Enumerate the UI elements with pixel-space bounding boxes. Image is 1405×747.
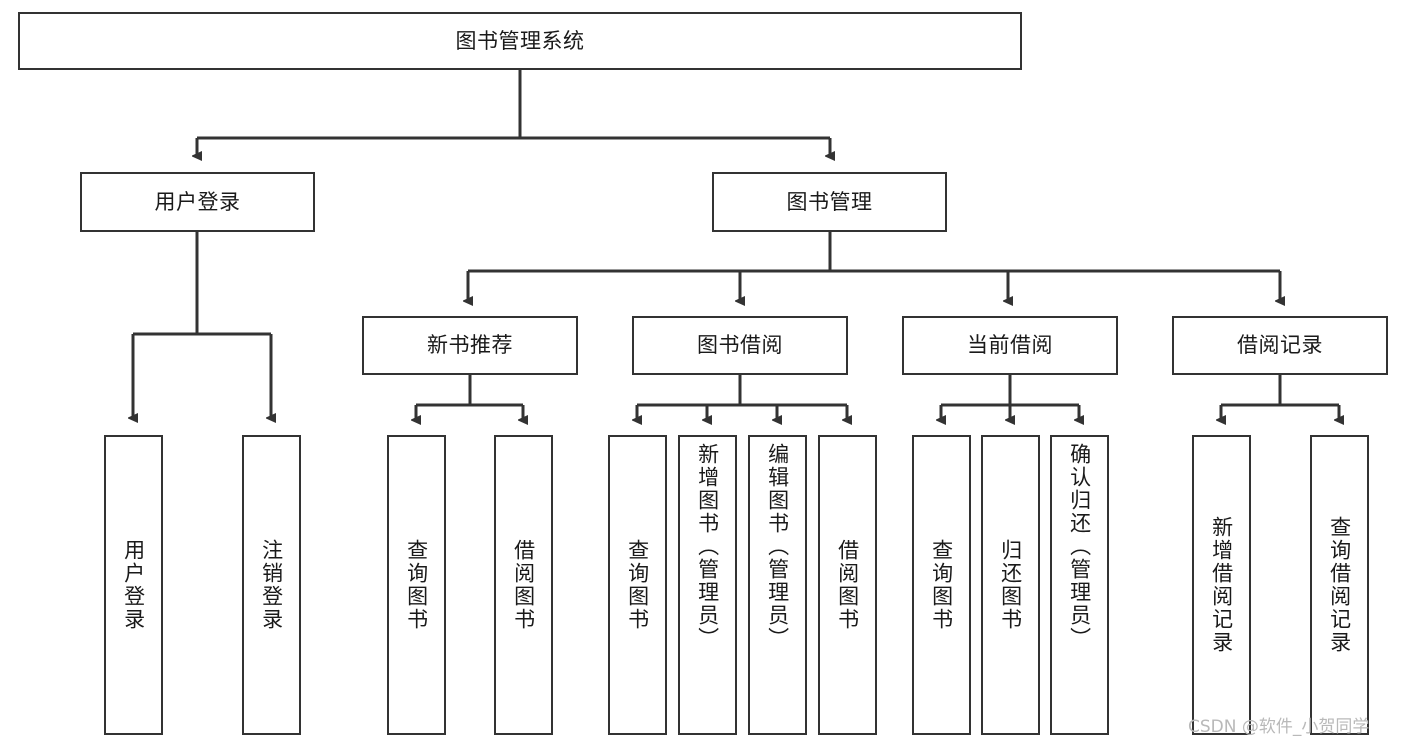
node-label: 图书管理系统 (455, 28, 585, 53)
node-borrow-record[interactable]: 借阅记录 (1172, 316, 1388, 375)
node-label: 查询图书 (929, 539, 954, 631)
node-label: 编辑图书（管理员） (765, 443, 790, 650)
node-label: 图书借阅 (697, 333, 783, 358)
node-label: 查询图书 (404, 539, 429, 631)
node-leaf-current-borrow-return[interactable]: 归还图书 (981, 435, 1040, 735)
node-leaf-new-book-borrow[interactable]: 借阅图书 (494, 435, 553, 735)
node-label: 当前借阅 (967, 333, 1053, 358)
node-label: 确认归还（管理员） (1067, 443, 1092, 650)
node-leaf-book-borrow-borrow[interactable]: 借阅图书 (818, 435, 877, 735)
node-leaf-user-login-logout[interactable]: 注销登录 (242, 435, 301, 735)
node-label: 图书管理 (786, 189, 873, 214)
node-label: 新增借阅记录 (1209, 516, 1234, 654)
node-book-borrow[interactable]: 图书借阅 (632, 316, 848, 375)
node-leaf-borrow-record-add[interactable]: 新增借阅记录 (1192, 435, 1251, 735)
node-label: 查询借阅记录 (1327, 516, 1352, 654)
node-leaf-user-login-login[interactable]: 用户登录 (104, 435, 163, 735)
node-leaf-current-borrow-query[interactable]: 查询图书 (912, 435, 971, 735)
node-leaf-book-borrow-query[interactable]: 查询图书 (608, 435, 667, 735)
node-current-borrow[interactable]: 当前借阅 (902, 316, 1118, 375)
node-leaf-book-borrow-edit[interactable]: 编辑图书（管理员） (748, 435, 807, 735)
node-label: 用户登录 (154, 189, 241, 214)
node-label: 新增图书（管理员） (695, 443, 720, 650)
node-new-book-recommend[interactable]: 新书推荐 (362, 316, 578, 375)
node-label: 新书推荐 (427, 333, 513, 358)
node-label: 借阅记录 (1237, 333, 1323, 358)
node-user-login[interactable]: 用户登录 (80, 172, 315, 232)
node-leaf-borrow-record-query[interactable]: 查询借阅记录 (1310, 435, 1369, 735)
node-leaf-new-book-query[interactable]: 查询图书 (387, 435, 446, 735)
node-book-management[interactable]: 图书管理 (712, 172, 947, 232)
node-root-book-management-system[interactable]: 图书管理系统 (18, 12, 1022, 70)
node-label: 借阅图书 (835, 539, 860, 631)
node-leaf-book-borrow-add[interactable]: 新增图书（管理员） (678, 435, 737, 735)
csdn-watermark: CSDN @软件_小贺同学 (1188, 717, 1370, 737)
node-leaf-current-borrow-confirm-return[interactable]: 确认归还（管理员） (1050, 435, 1109, 735)
node-label: 归还图书 (998, 539, 1023, 631)
node-label: 注销登录 (259, 539, 284, 631)
node-label: 查询图书 (625, 539, 650, 631)
node-label: 用户登录 (121, 539, 146, 631)
node-label: 借阅图书 (511, 539, 536, 631)
